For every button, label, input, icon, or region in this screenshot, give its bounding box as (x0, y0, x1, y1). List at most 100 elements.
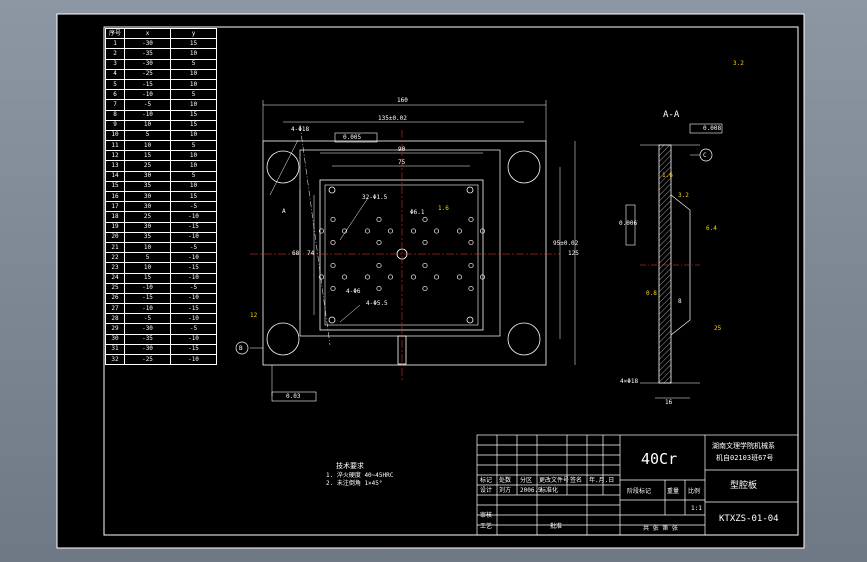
row-index: 30 (105, 333, 125, 345)
datum-b-bubble (235, 341, 249, 355)
table-row: 29-30-5 (105, 323, 217, 335)
row-y: 15 (170, 109, 217, 121)
row-index: 20 (105, 231, 125, 243)
section-dim-bottom-label: 16 (665, 399, 673, 406)
row-index: 10 (105, 129, 125, 142)
pin-hole (341, 228, 348, 234)
table-row: 27-10-15 (105, 303, 217, 315)
row-y: -10 (170, 252, 217, 264)
dim-hole-span-label: 135±0.02 (378, 115, 407, 122)
material-label: 40Cr (641, 450, 678, 468)
row-x: 35 (124, 180, 171, 193)
row-x: -15 (124, 292, 171, 305)
row-index: 18 (105, 211, 125, 223)
tb-h-scale: 比例 (688, 488, 701, 495)
row-y: -10 (170, 292, 217, 305)
section-line-a (299, 124, 331, 346)
guide-hole-bl (266, 322, 300, 356)
tb-h-std: 标准化 (540, 487, 559, 494)
row-x: 10 (124, 262, 171, 274)
roughness-mark-2: 3.2 (733, 60, 744, 67)
table-row: 26-15-10 (105, 292, 217, 305)
tol-frame-top (334, 132, 378, 143)
section-title: A-A (663, 110, 680, 120)
row-y: 10 (170, 160, 217, 172)
row-y: 10 (170, 99, 217, 111)
row-x: -5 (124, 99, 171, 111)
row-y: 10 (170, 48, 217, 60)
row-y: -15 (170, 262, 217, 274)
table-row: 25-10-5 (105, 282, 217, 294)
d1-note: Φ6.1 (410, 209, 425, 216)
pin-hole (341, 274, 348, 280)
pin-hole (330, 239, 336, 246)
section-roughness-4: 0.8 (646, 290, 657, 297)
section-dim-8: 8 (678, 298, 682, 305)
row-index: 12 (105, 150, 125, 162)
pin-hole (468, 216, 474, 223)
tb-sheet: 共 张 第 张 (643, 525, 678, 532)
row-x: 10 (124, 140, 171, 152)
org2-label: 机自02103班67号 (716, 454, 774, 462)
tol-frame-flat (271, 391, 317, 402)
row-y: 10 (170, 68, 217, 80)
row-x: -10 (124, 303, 171, 315)
tb-h-weight: 重量 (667, 488, 680, 495)
pin-hole (364, 228, 371, 234)
pin-hole (468, 285, 474, 292)
table-row: 32-25-10 (105, 353, 217, 366)
row-y: 10 (170, 150, 217, 162)
sheet-inner-border (103, 26, 799, 536)
drawing-no-label: KTXZS-01-04 (719, 514, 779, 524)
tb-h-mark: 标记 (480, 477, 493, 484)
pin-hole (410, 274, 417, 280)
row-index: 27 (105, 303, 125, 315)
tb-h-stage: 阶段标记 (627, 488, 652, 495)
row-y: 5 (170, 58, 217, 70)
screw-hole-1 (328, 186, 336, 194)
org-label: 湖南文理学院机械系 (712, 442, 775, 450)
row-y: 5 (170, 170, 217, 182)
row-index: 29 (105, 323, 125, 335)
tb-h-zone: 分区 (520, 477, 533, 484)
row-index: 3 (105, 58, 125, 70)
pin-hole (387, 274, 394, 280)
row-index: 15 (105, 180, 125, 193)
pin-hole (433, 228, 440, 234)
tb-h-process: 工艺 (480, 523, 493, 530)
row-y: -10 (170, 272, 217, 284)
leader-corner (269, 139, 299, 196)
pin-hole (456, 274, 463, 280)
dim-h2-label: 74 (307, 250, 315, 257)
row-index: 16 (105, 190, 125, 203)
section-view (640, 144, 700, 399)
pin-hole (330, 216, 336, 223)
section-roughness-5: 25 (714, 325, 722, 332)
pin-holes-note: 32-Φ1.5 (362, 194, 388, 201)
row-index: 5 (105, 78, 125, 91)
pin-hole (318, 228, 325, 234)
flatness-value: 0.03 (286, 393, 301, 400)
pin-hole (376, 262, 382, 269)
row-index: 19 (105, 221, 125, 233)
row-y: -5 (170, 201, 217, 213)
row-x: 15 (124, 272, 171, 284)
row-y: -15 (170, 303, 217, 315)
tb-design-date: 2006.5 (520, 487, 542, 494)
row-y: 5 (170, 140, 217, 152)
guide-hole-tr (507, 150, 541, 184)
pin-hole (376, 239, 382, 246)
pin-hole (410, 228, 417, 234)
row-index: 8 (105, 109, 125, 121)
